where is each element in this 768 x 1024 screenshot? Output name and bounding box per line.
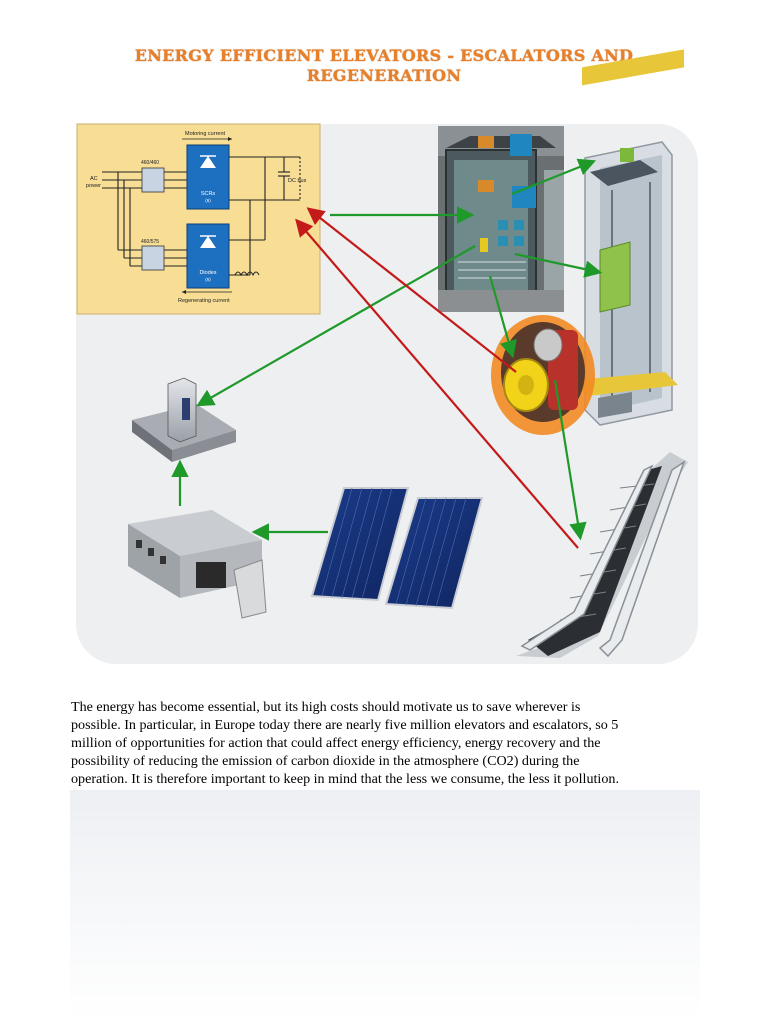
scrs-count: (6) (205, 198, 211, 203)
solar-panels-image (310, 487, 484, 610)
dc-bus-label: DC bus (288, 178, 307, 184)
body-line-2: possible. In particular, in Europe today… (71, 717, 619, 733)
drive-schematic: Motoring current AC power (76, 123, 321, 315)
body-line-1: The energy has become essential, but its… (71, 699, 581, 715)
battery-unit-image (128, 510, 267, 619)
elevator-shaft-image (575, 49, 684, 426)
body-line-5: operation. It is therefore important to … (71, 771, 619, 787)
title-line-1: ENERGY EFFICIENT ELEVATORS - ESCALATORS … (134, 46, 634, 65)
body-line-4: possibility of reducing the emission of … (71, 753, 580, 769)
diodes-label: Diodes (199, 270, 216, 276)
diodes-count: (6) (205, 277, 211, 282)
green-arrows (171, 158, 603, 541)
transformer-top-label: 460/460 (141, 160, 159, 166)
page-reflection (70, 790, 700, 1020)
transformer-bottom-label: 460/575 (141, 239, 159, 245)
body-paragraph: The energy has become essential, but its… (71, 698, 701, 788)
regenerating-current-label: Regenerating current (178, 298, 230, 304)
title-line-2: REGENERATION (306, 66, 462, 85)
body-line-3: million of opportunities for action that… (71, 735, 601, 751)
red-arrows (295, 207, 579, 549)
ac-power-label-2: power (86, 183, 101, 189)
red-arrow-machine-schematic (306, 207, 517, 373)
traction-machine-image (491, 315, 595, 435)
green-arrow-cabinet-machine (488, 275, 517, 359)
red-arrow-escalator-schematic (295, 218, 579, 549)
motoring-current-label: Motoring current (185, 131, 226, 137)
inverter-image (132, 377, 236, 462)
green-arrow-cabinet-car (514, 252, 603, 278)
controller-cabinet-image (438, 126, 564, 312)
escalator-image (516, 452, 688, 658)
green-arrow-cabinet-shaft-top (511, 158, 597, 196)
page-title: ENERGY EFFICIENT ELEVATORS - ESCALATORS … (0, 46, 768, 86)
green-arrow-cabinet-inverter (196, 245, 476, 407)
green-arrow-machine-escalator (553, 379, 587, 541)
scrs-label: SCRs (201, 191, 216, 197)
ac-power-label-1: AC (90, 176, 98, 182)
